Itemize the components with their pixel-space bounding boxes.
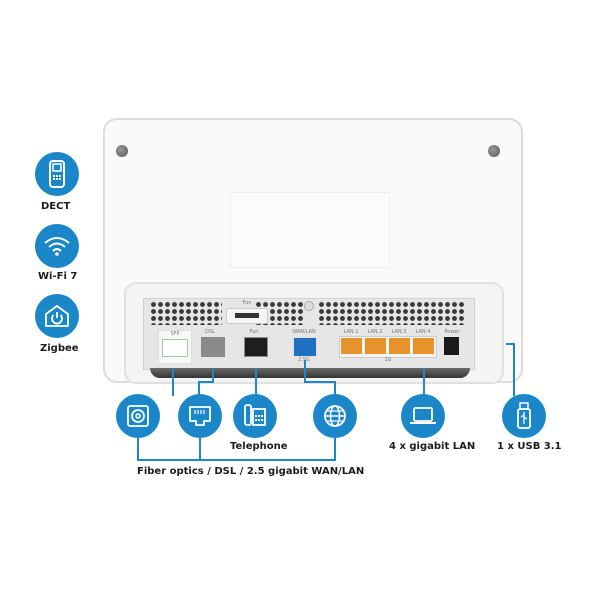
- line-dsl-b: [198, 381, 214, 383]
- wan-lan-label: WAN/LAN: [292, 329, 316, 335]
- fon-tae-socket: [226, 308, 268, 324]
- bracket-bottom: [137, 459, 336, 461]
- lan1-port[interactable]: [341, 338, 362, 354]
- fon-label: Fon: [249, 329, 259, 335]
- fiber-optic-socket-icon: [127, 405, 149, 427]
- lan1-label: LAN 1: [343, 329, 359, 335]
- line-dsl-c: [198, 381, 200, 397]
- sfp-port[interactable]: SFP: [158, 330, 192, 364]
- lan-label: 4 x gigabit LAN: [389, 441, 476, 452]
- screw-right: [488, 145, 500, 157]
- vent-left: [150, 301, 222, 325]
- line-dsl-a: [212, 368, 214, 382]
- dect-handset-icon: [49, 160, 65, 188]
- zigbee-smarthome-icon: [45, 304, 69, 327]
- lan2-label: LAN 2: [367, 329, 383, 335]
- lan3-label: LAN 3: [391, 329, 407, 335]
- bracket-right: [334, 438, 336, 460]
- lan3-port[interactable]: [389, 338, 410, 354]
- connect-button[interactable]: [304, 301, 314, 311]
- dsl-port[interactable]: [201, 337, 225, 357]
- wifi7-label: Wi-Fi 7: [38, 271, 78, 282]
- power-socket[interactable]: [444, 337, 459, 355]
- fon-top-label: Fon: [242, 300, 252, 306]
- dect-label: DECT: [41, 201, 71, 212]
- wifi-feature-circle: [35, 224, 79, 268]
- line-lan: [423, 368, 425, 396]
- wan-feature-circle: [313, 394, 357, 438]
- usb-label: 1 x USB 3.1: [497, 441, 562, 452]
- router-shadow: [150, 368, 470, 378]
- wifi-icon: [44, 237, 70, 256]
- lan-speed-label: 1G: [384, 357, 392, 363]
- fiber-feature-circle: [116, 394, 160, 438]
- dsl-feature-circle: [178, 394, 222, 438]
- globe-network-icon: [324, 405, 346, 427]
- line-sfp: [172, 368, 174, 396]
- laptop-icon: [410, 407, 436, 424]
- bracket-left: [137, 438, 139, 460]
- line-wan-a: [304, 360, 306, 382]
- usb-stick-icon: [517, 402, 531, 429]
- line-wan-c: [334, 381, 336, 397]
- lan4-port[interactable]: [413, 338, 434, 354]
- screw-left: [116, 145, 128, 157]
- zigbee-label: Zigbee: [40, 343, 79, 354]
- label-recess: [230, 192, 390, 268]
- line-usb: [513, 343, 515, 396]
- fiber-group-label: Fiber optics / DSL / 2.5 gigabit WAN/LAN: [137, 466, 365, 477]
- wan-speed-label: 2.5G: [294, 357, 314, 363]
- lan4-label: LAN 4: [415, 329, 431, 335]
- ethernet-port-icon: [189, 406, 211, 426]
- sfp-label: SFP: [170, 331, 180, 337]
- desk-phone-icon: [244, 404, 266, 426]
- wan-lan-port[interactable]: [293, 337, 317, 357]
- lan2-port[interactable]: [365, 338, 386, 354]
- dect-feature-circle: [35, 152, 79, 196]
- line-fon: [255, 368, 257, 396]
- power-label: Power: [444, 329, 460, 335]
- zigbee-feature-circle: [35, 294, 79, 338]
- line-wan-b: [304, 381, 336, 383]
- telephone-label: Telephone: [230, 441, 288, 452]
- usb-feature-circle: [502, 394, 546, 438]
- fon-port[interactable]: [244, 337, 268, 357]
- vent-right: [318, 301, 466, 325]
- bracket-dsl: [199, 438, 201, 460]
- lan-feature-circle: [401, 394, 445, 438]
- telephone-feature-circle: [233, 394, 277, 438]
- lan-port-block: [339, 336, 437, 358]
- line-usb-b: [506, 343, 515, 345]
- dsl-label: DSL: [205, 329, 215, 335]
